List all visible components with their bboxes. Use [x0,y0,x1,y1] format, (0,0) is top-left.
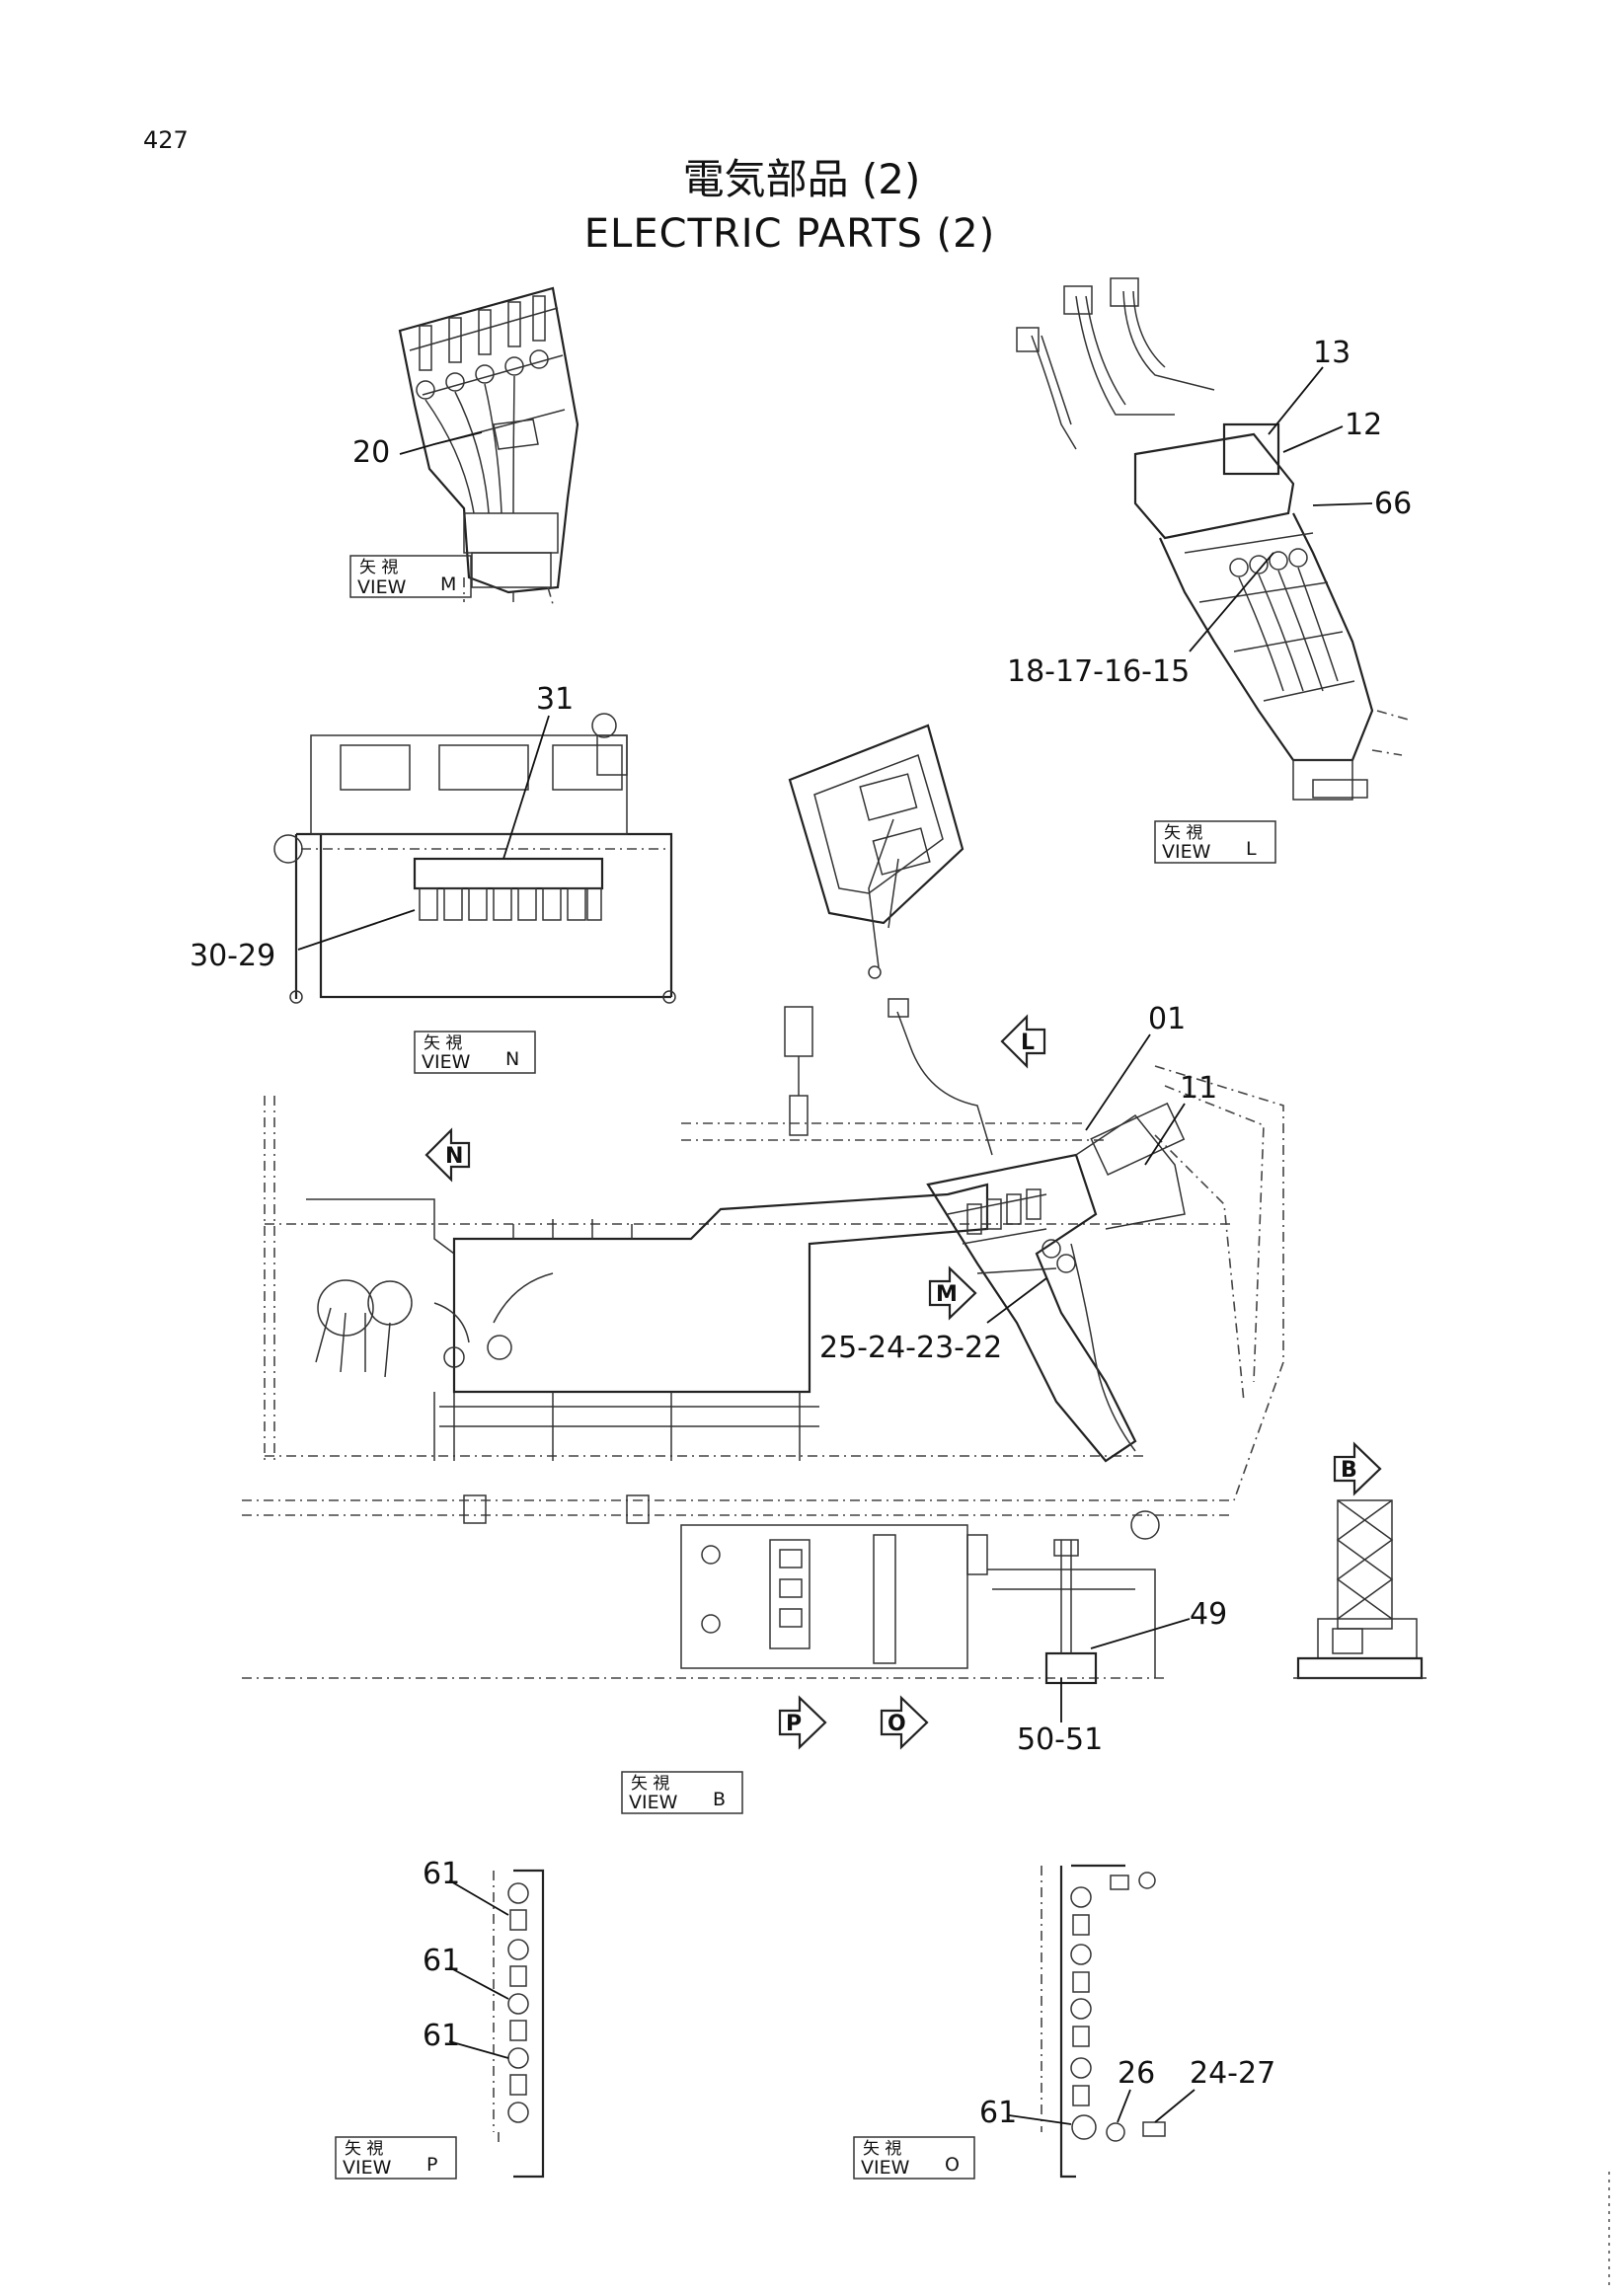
leader-30-29 [297,909,416,951]
view-p-drawing [493,1869,545,2179]
leader-01 [1085,1033,1151,1131]
leader-25-24-23-22 [986,1277,1047,1324]
svg-text:VIEW: VIEW [861,2157,910,2179]
leader-11 [1144,1103,1186,1166]
callout-50-51: 50-51 [1017,1722,1103,1757]
callout-30-29: 30-29 [190,939,275,973]
leader-12 [1282,425,1344,453]
machine-silhouette [1293,1499,1427,1680]
svg-text:B: B [1341,1458,1357,1483]
main-assembly-drawing [242,998,1284,1685]
leader-p-61-bottom [448,2040,509,2059]
svg-text:N: N [445,1144,463,1169]
direction-arrow-o: O [880,1695,929,1750]
direction-arrow-b: B [1333,1441,1382,1496]
view-m-label: 矢 視 VIEW M [349,555,472,598]
callout-25-24-23-22: 25-24-23-22 [819,1331,1002,1365]
leader-p-61-middle [448,1966,509,2000]
callout-11: 11 [1180,1071,1217,1106]
svg-text:VIEW: VIEW [343,2157,392,2179]
direction-arrow-p: P [778,1695,827,1750]
view-p-label: 矢 視 VIEW P [335,2136,457,2180]
svg-text:L: L [1246,838,1257,860]
callout-o-24-27: 24-27 [1190,2056,1275,2091]
leader-66 [1312,502,1373,506]
page-title-english: ELECTRIC PARTS (2) [584,211,995,257]
bracket-drawing [788,724,964,979]
view-b-label: 矢 視 VIEW B [621,1771,743,1814]
view-n-drawing [273,713,676,1004]
view-o-drawing [1041,1864,1166,2179]
direction-arrow-l: L [1000,1014,1046,1069]
callout-13: 13 [1313,336,1350,370]
callout-18-17-16-15: 18-17-16-15 [1007,654,1190,689]
svg-text:O: O [945,2154,960,2176]
svg-text:L: L [1021,1031,1035,1055]
callout-o-61: 61 [979,2096,1017,2130]
callout-12: 12 [1345,408,1382,442]
svg-text:矢 視: 矢 視 [359,558,398,577]
svg-text:M: M [936,1282,958,1307]
svg-text:矢 視: 矢 視 [424,1033,462,1053]
leader-18-17-16-15 [1189,552,1274,652]
svg-text:矢 視: 矢 視 [345,2139,383,2159]
callout-20: 20 [352,435,390,470]
leader-13 [1268,366,1324,435]
direction-arrow-n: N [424,1127,471,1183]
view-m-drawing [398,286,579,607]
leader-20 [399,431,483,455]
view-l-label: 矢 視 VIEW L [1154,820,1276,864]
svg-text:VIEW: VIEW [629,1792,678,1813]
leader-o-26 [1117,2089,1131,2123]
leader-o-24-27 [1154,2089,1196,2123]
svg-text:VIEW: VIEW [1162,841,1211,863]
svg-text:矢 視: 矢 視 [631,1774,669,1794]
view-l-drawing [1016,277,1413,801]
svg-text:矢 視: 矢 視 [1164,823,1202,843]
page-title-japanese: 電気部品 (2) [683,155,921,203]
callout-o-26: 26 [1118,2056,1155,2091]
svg-text:B: B [713,1789,726,1810]
callout-p-61-middle: 61 [423,1944,460,1978]
svg-text:矢 視: 矢 視 [863,2139,901,2159]
leader-o-61 [1008,2114,1072,2125]
callout-01: 01 [1148,1002,1186,1036]
view-o-label: 矢 視 VIEW O [853,2136,975,2180]
svg-text:O: O [887,1712,906,1736]
callout-p-61-bottom: 61 [423,2019,460,2053]
svg-text:VIEW: VIEW [422,1051,471,1073]
svg-text:VIEW: VIEW [357,576,407,598]
svg-text:P: P [786,1712,802,1736]
callout-49: 49 [1190,1597,1227,1632]
callout-p-61-top: 61 [423,1857,460,1891]
leader-31 [502,715,550,860]
leader-p-61-top [448,1879,509,1916]
svg-text:N: N [505,1048,519,1070]
view-n-label: 矢 視 VIEW N [414,1031,536,1074]
callout-31: 31 [536,682,574,717]
page-number: 427 [143,126,189,154]
leader-49 [1090,1618,1191,1649]
svg-text:M: M [440,574,456,595]
direction-arrow-m: M [928,1265,977,1321]
callout-66: 66 [1374,487,1412,521]
svg-text:P: P [426,2154,437,2176]
